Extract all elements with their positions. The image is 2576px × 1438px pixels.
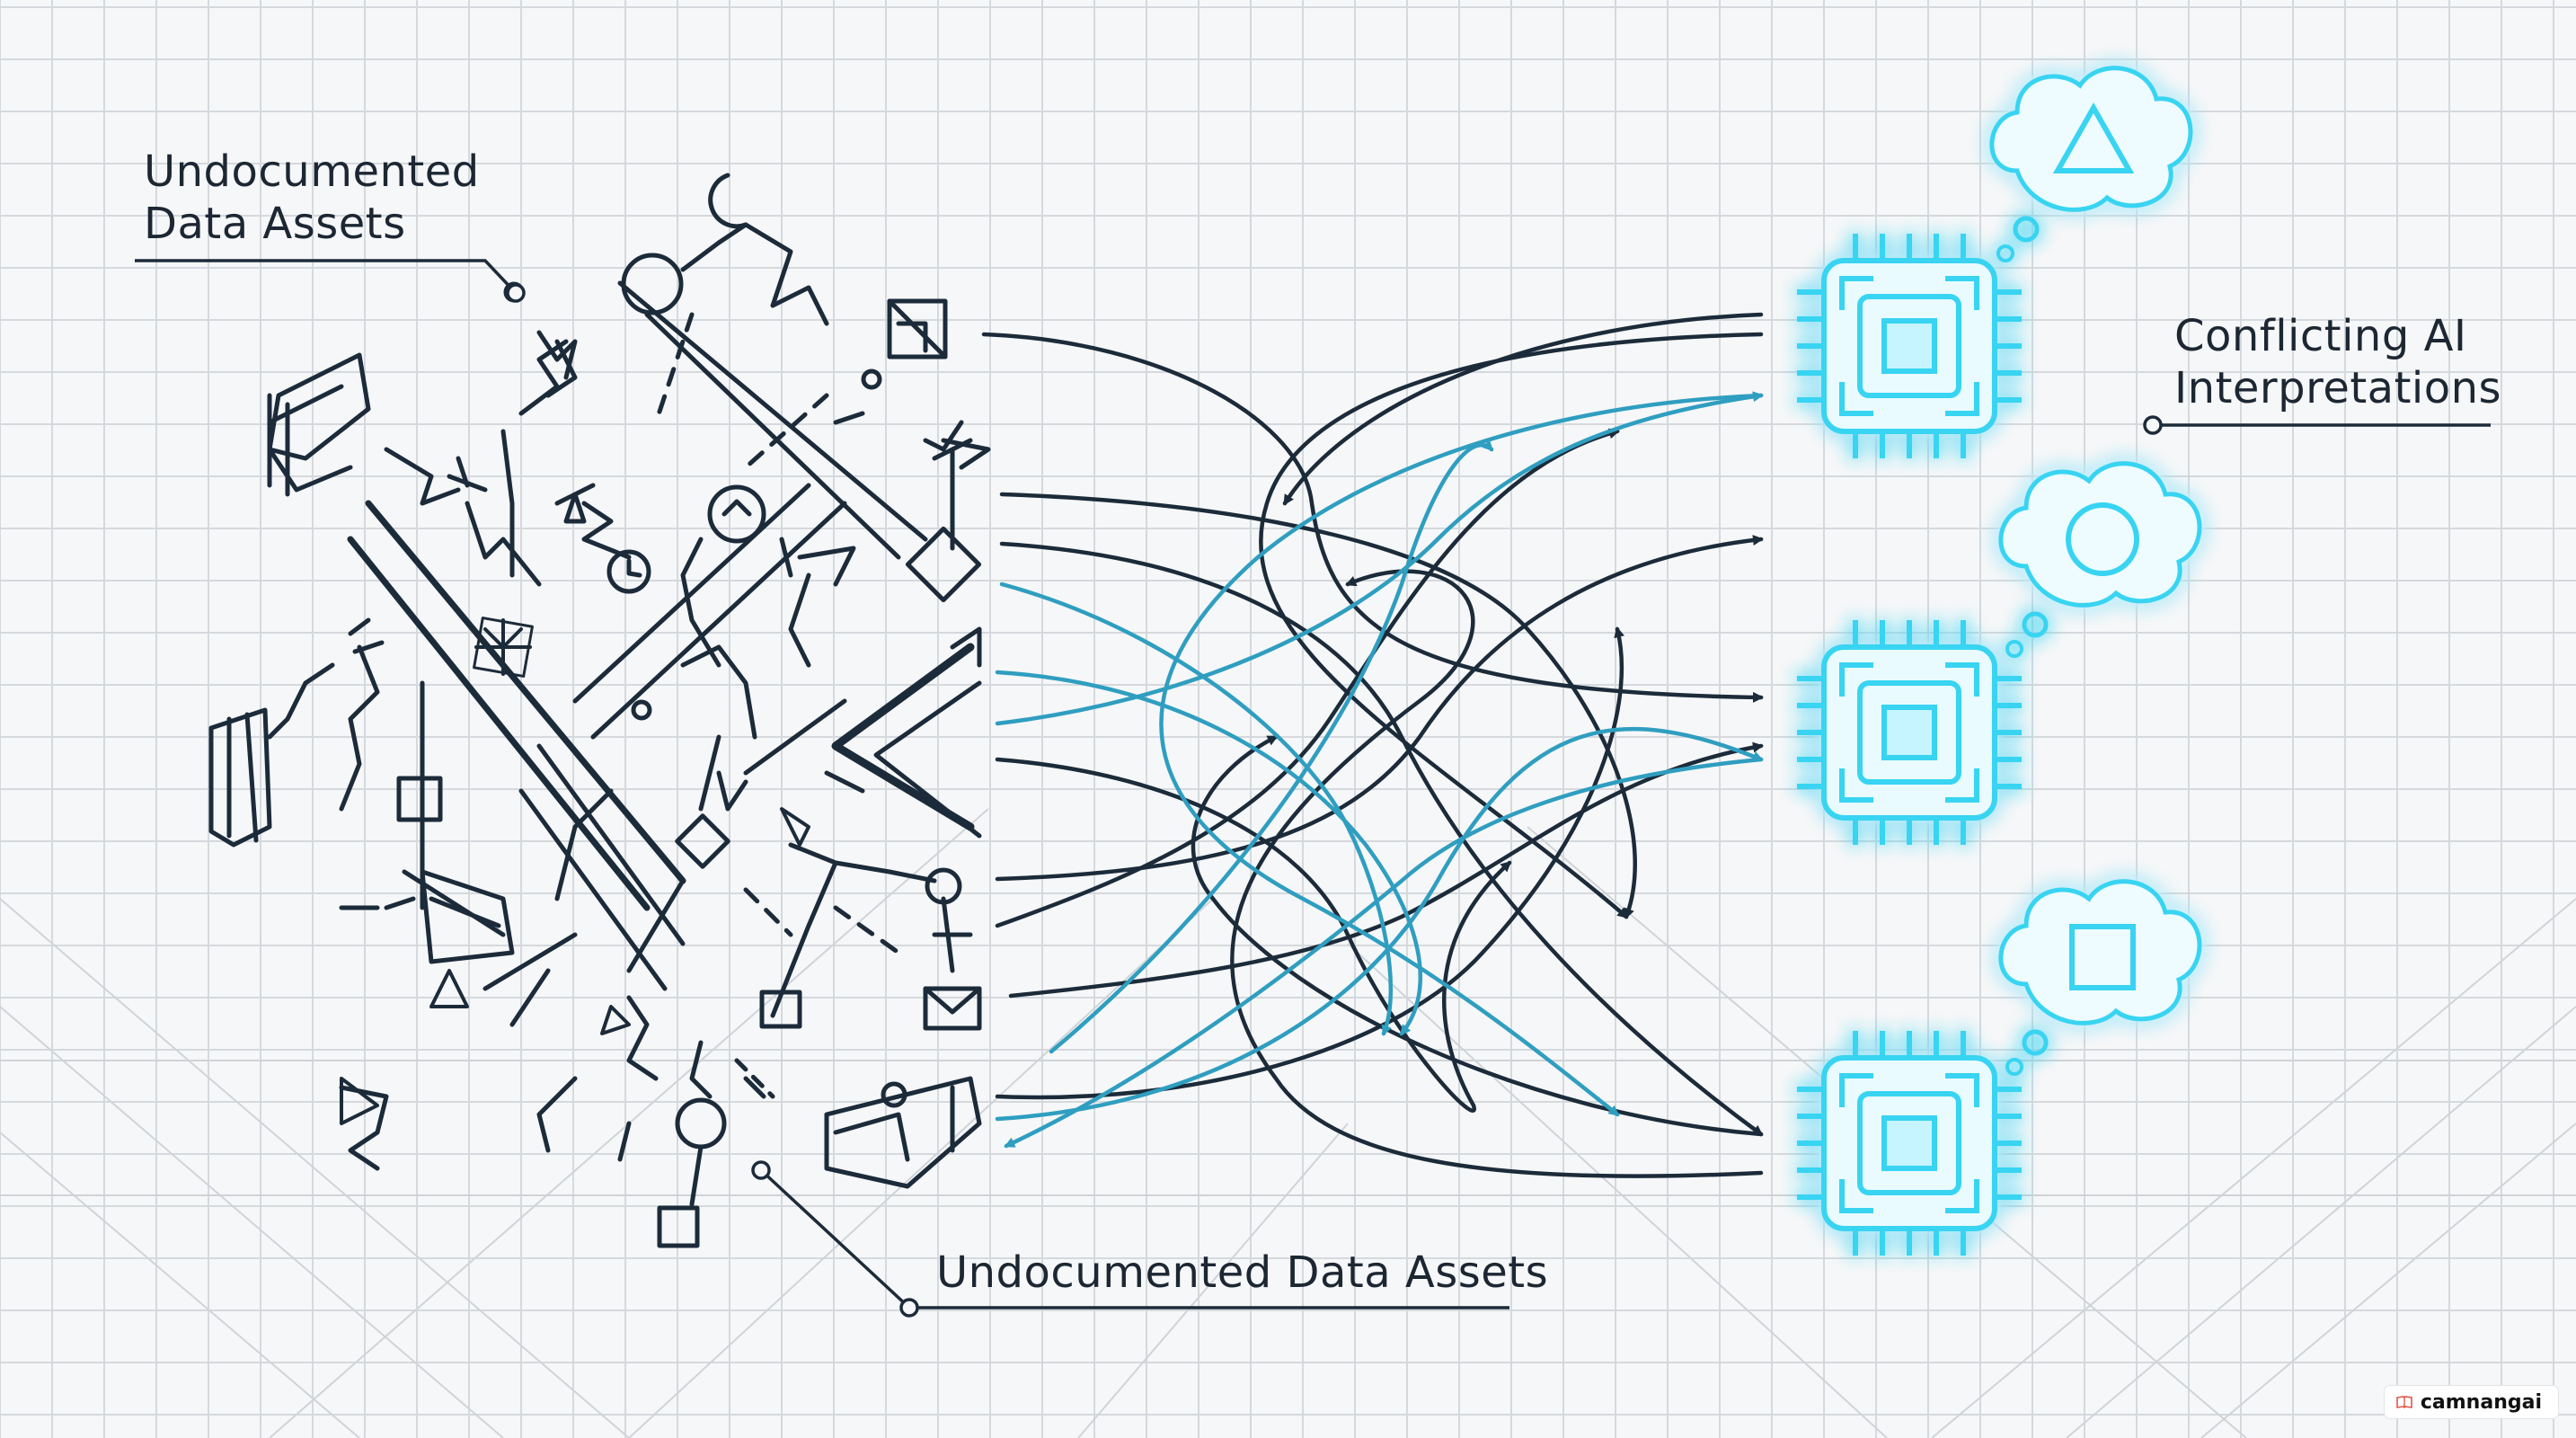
flow-curve-teal-2 [995, 726, 1764, 1122]
flow-curve-ink-0 [981, 332, 1764, 703]
flow-curve-ink-4 [1230, 569, 1764, 1178]
thought-cloud-1 [1989, 66, 2193, 262]
leader-top-left [135, 259, 518, 295]
ai-chip-2 [1797, 620, 2022, 845]
square-icon [2069, 924, 2136, 990]
label-line: Undocumented Data Assets [936, 1247, 1549, 1298]
flow-curve-teal-4 [1049, 439, 1494, 1054]
flow-curve-ink-5 [995, 757, 1512, 1113]
data-flow-tangle [981, 312, 1764, 1178]
label-undocumented-assets-bottom: Undocumented Data Assets [936, 1247, 1548, 1299]
thought-cloud-2 [1998, 461, 2202, 658]
flow-curve-teal-6 [995, 670, 1422, 1036]
ai-chip-3 [1797, 1031, 2022, 1256]
watermark-text: camnangai [2420, 1390, 2542, 1414]
flow-curve-ink-7 [995, 535, 1764, 882]
flow-curve-ink-2 [999, 492, 1637, 919]
label-line-1: Undocumented [144, 146, 480, 197]
triangle-icon [2052, 102, 2135, 173]
flow-curve-ink-8 [995, 428, 1620, 928]
flow-curve-teal-0 [995, 391, 1764, 726]
book-icon [2396, 1396, 2412, 1409]
flow-curve-ink-11 [1282, 312, 1764, 506]
ai-chips [1797, 66, 2202, 1256]
flow-curve-ink-6 [1191, 734, 1764, 1137]
callout-leaders [135, 259, 2491, 1318]
label-line-1: Conflicting AI [2174, 311, 2467, 361]
circle-icon [2066, 502, 2139, 576]
perspective-floor [0, 808, 2576, 1438]
label-conflicting-ai: Conflicting AI Interpretations [2174, 310, 2501, 414]
flow-curve-teal-3 [999, 581, 1394, 1036]
flow-curve-ink-10 [995, 626, 1624, 1100]
label-line-2: Data Assets [144, 199, 406, 249]
ai-chip-1 [1797, 234, 2022, 458]
label-undocumented-assets-top: Undocumented Data Assets [144, 146, 480, 250]
label-line-2: Interpretations [2174, 363, 2502, 413]
flow-curve-ink-3 [999, 541, 1764, 1137]
flow-curve-ink-9 [1008, 741, 1764, 999]
undocumented-assets-cluster [208, 173, 991, 1248]
watermark-badge: camnangai [2384, 1386, 2558, 1418]
thought-cloud-3 [1998, 879, 2202, 1076]
